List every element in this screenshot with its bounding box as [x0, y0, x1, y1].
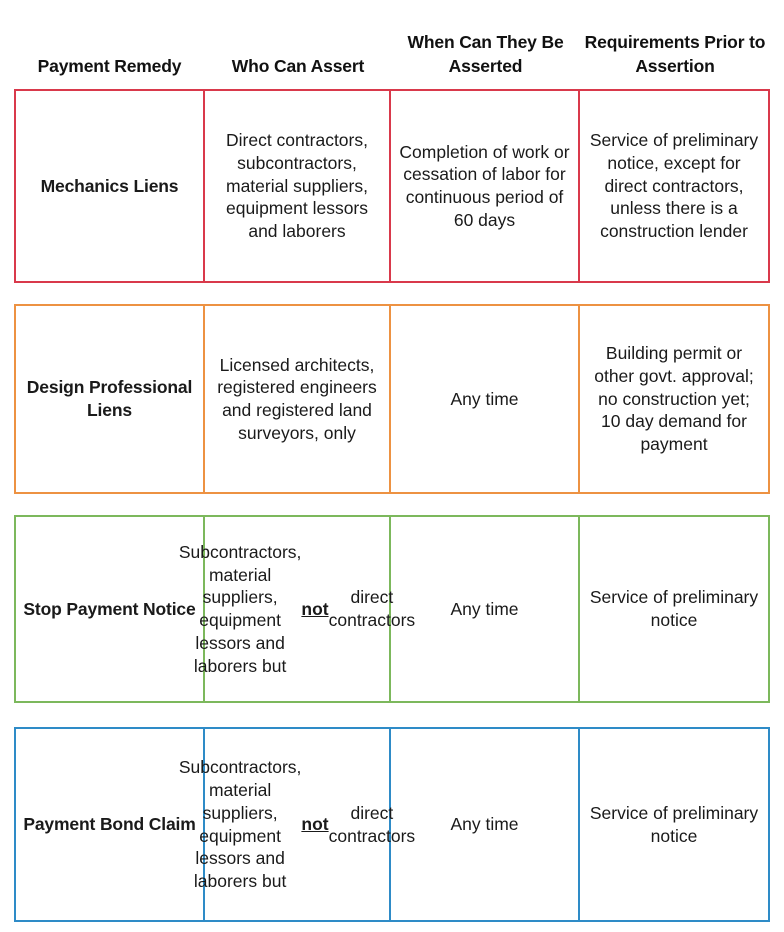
who-can-assert-text: Subcontractors, material suppliers, equi…: [178, 757, 302, 891]
column-header-when-can-they-be-asserted: When Can They Be Asserted: [407, 32, 564, 76]
who-can-assert-text: Direct contractors, subcontractors, mate…: [225, 130, 369, 242]
cell-remedy-name: Payment Bond Claim: [16, 729, 205, 920]
cell-requirements: Service of preliminary notice: [589, 802, 759, 846]
cell-when-asserted: Completion of work or cessation of labor…: [391, 91, 580, 281]
table-row: Payment Bond Claim Subcontractors, mater…: [14, 727, 770, 922]
cell-who-can-assert: Direct contractors, subcontractors, mate…: [205, 91, 391, 281]
who-can-assert-emphasis: not: [301, 598, 329, 619]
cell-requirements: Building permit or other govt. approval;…: [594, 343, 754, 455]
cell-remedy-name: Design Professional Liens: [16, 306, 205, 492]
cell-remedy-name: Stop Payment Notice: [16, 517, 205, 701]
table-header-row: Payment Remedy Who Can Assert When Can T…: [14, 0, 770, 86]
cell-requirements: Service of preliminary notice: [589, 587, 759, 630]
cell-when-asserted: Any time: [391, 517, 580, 701]
cell-remedy-name: Mechanics Liens: [16, 91, 205, 281]
cell-requirements: Service of preliminary notice, except fo…: [589, 130, 759, 242]
cell-when-asserted: Any time: [391, 729, 580, 920]
who-can-assert-text: Subcontractors, material suppliers, equi…: [178, 541, 302, 676]
column-header-who-can-assert: Who Can Assert: [231, 55, 365, 76]
cell-when-asserted: Any time: [391, 306, 580, 492]
table-row: Stop Payment Notice Subcontractors, mate…: [14, 515, 770, 703]
cell-who-can-assert: Subcontractors, material suppliers, equi…: [179, 517, 415, 701]
table-row: Design Professional Liens Licensed archi…: [14, 304, 770, 494]
table-row: Mechanics Liens Direct contractors, subc…: [14, 89, 770, 283]
cell-who-can-assert: Subcontractors, material suppliers, equi…: [179, 729, 415, 920]
who-can-assert-text-tail: direct contractors: [328, 802, 416, 846]
who-can-assert-emphasis: not: [301, 814, 329, 835]
column-header-requirements-prior-to-assertion: Requirements Prior to Assertion: [584, 32, 766, 76]
who-can-assert-text-tail: direct contractors: [328, 587, 416, 630]
who-can-assert-text: Licensed architects, registered engineer…: [217, 354, 377, 443]
column-header-payment-remedy: Payment Remedy: [37, 55, 182, 76]
cell-who-can-assert: Licensed architects, registered engineer…: [205, 306, 391, 492]
